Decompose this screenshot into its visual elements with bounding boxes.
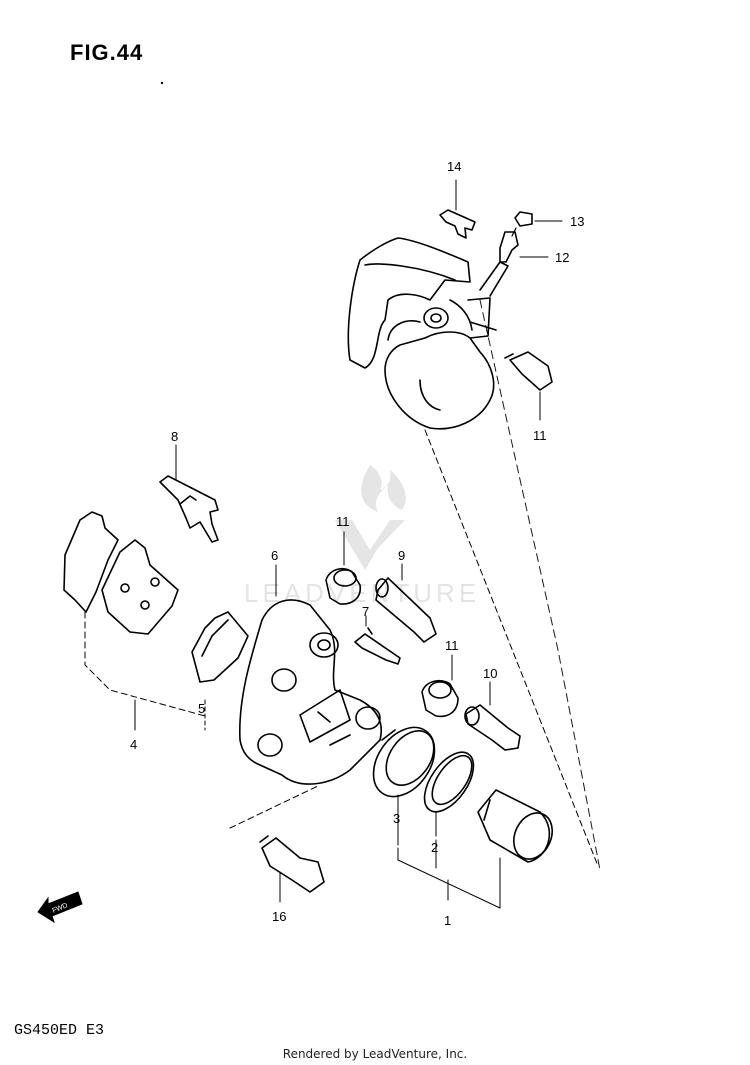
callout-12: 11 — [533, 428, 547, 443]
callout-13: 12 — [555, 250, 569, 265]
callout-3: 3 — [393, 811, 400, 826]
callout-2: 2 — [431, 840, 438, 855]
callout-9: 9 — [398, 548, 405, 563]
speck — [160, 81, 164, 85]
part-8-pad-spring — [159, 444, 219, 543]
callout-15: 14 — [447, 159, 461, 174]
footer-credit: Rendered by LeadVenture, Inc. — [282, 1047, 468, 1061]
part-12-bolt — [504, 351, 553, 421]
part-15-clip — [439, 179, 476, 239]
callout-5: 5 — [198, 701, 205, 716]
fwd-arrow-icon: FWD — [37, 891, 83, 924]
callout-8: 8 — [171, 429, 178, 444]
part-5-pad-shim — [191, 611, 249, 731]
model-code: GS450ED E3 — [14, 1022, 105, 1039]
part-1-piston — [477, 789, 554, 863]
figure-title: FIG.44 — [70, 40, 144, 65]
part-4-brake-pads — [63, 511, 206, 731]
part-3-dust-seal — [372, 726, 436, 846]
callout-7: 7 — [362, 604, 369, 619]
part-11-boot-upper — [325, 531, 362, 605]
callout-6: 6 — [271, 548, 278, 563]
callout-4: 4 — [130, 737, 137, 752]
callout-1: 1 — [444, 913, 451, 928]
callout-11-lower: 11 — [445, 638, 459, 653]
part-7-pad-pin — [354, 615, 401, 665]
part-6-caliper-holder — [229, 564, 382, 829]
part-10-sleeve-pin — [464, 681, 521, 751]
watermark-logo: LEADVENTURE — [244, 465, 476, 608]
part-9-sleeve-pin — [375, 563, 437, 643]
callout-11-upper: 11 — [336, 514, 350, 529]
part-14-bleeder-cap — [514, 211, 563, 227]
callout-14: 13 — [570, 214, 584, 229]
callout-16: 16 — [272, 909, 286, 924]
part-13-bleeder-valve — [499, 227, 549, 263]
part-16-bolt — [259, 835, 325, 903]
callout-10: 10 — [483, 666, 497, 681]
part-2-piston-seal — [423, 751, 475, 837]
callout-bracket-1 — [397, 839, 501, 909]
callout-labels: 14 13 12 11 8 11 9 6 7 11 10 5 4 3 2 1 1… — [130, 159, 584, 928]
caliper-assembly — [347, 237, 509, 430]
part-11-boot-lower — [421, 654, 459, 718]
